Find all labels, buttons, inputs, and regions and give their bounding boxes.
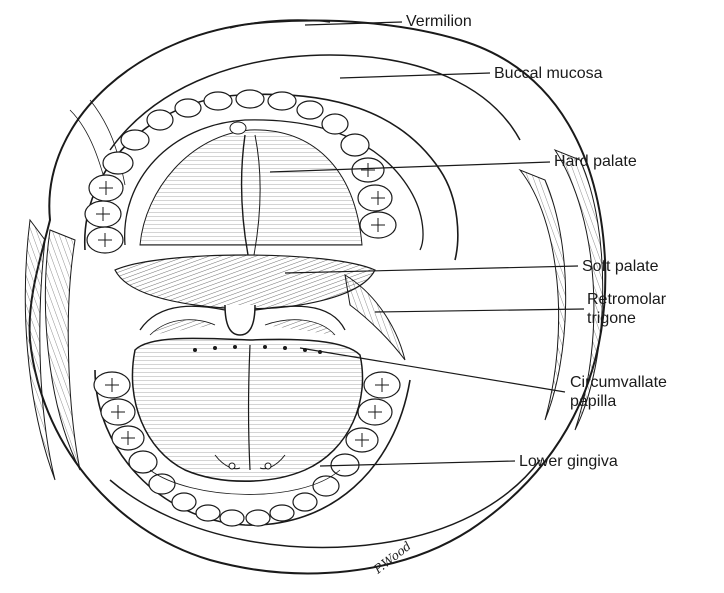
- label-lower-gingiva: Lower gingiva: [519, 452, 618, 471]
- retromolar-trigone: [345, 275, 405, 360]
- leader-buccal-mucosa: [340, 73, 490, 78]
- label-hard-palate: Hard palate: [554, 152, 637, 171]
- soft-palate: [115, 255, 375, 335]
- leader-retromolar-trigone: [375, 309, 584, 312]
- label-retromolar-trigone: Retromolar trigone: [587, 290, 666, 328]
- label-soft-palate: Soft palate: [582, 257, 659, 276]
- label-vermilion: Vermilion: [406, 12, 472, 31]
- label-retromolar-line1: Retromolar: [587, 290, 666, 309]
- label-buccal-mucosa: Buccal mucosa: [494, 64, 603, 83]
- label-circumvallate-line1: Circumvallate: [570, 373, 667, 392]
- label-circumvallate-papilla: Circumvallate papilla: [570, 373, 667, 411]
- label-circumvallate-line2: papilla: [570, 392, 667, 411]
- tongue: [132, 338, 362, 481]
- label-retromolar-line2: trigone: [587, 309, 666, 328]
- hard-palate: [140, 122, 362, 255]
